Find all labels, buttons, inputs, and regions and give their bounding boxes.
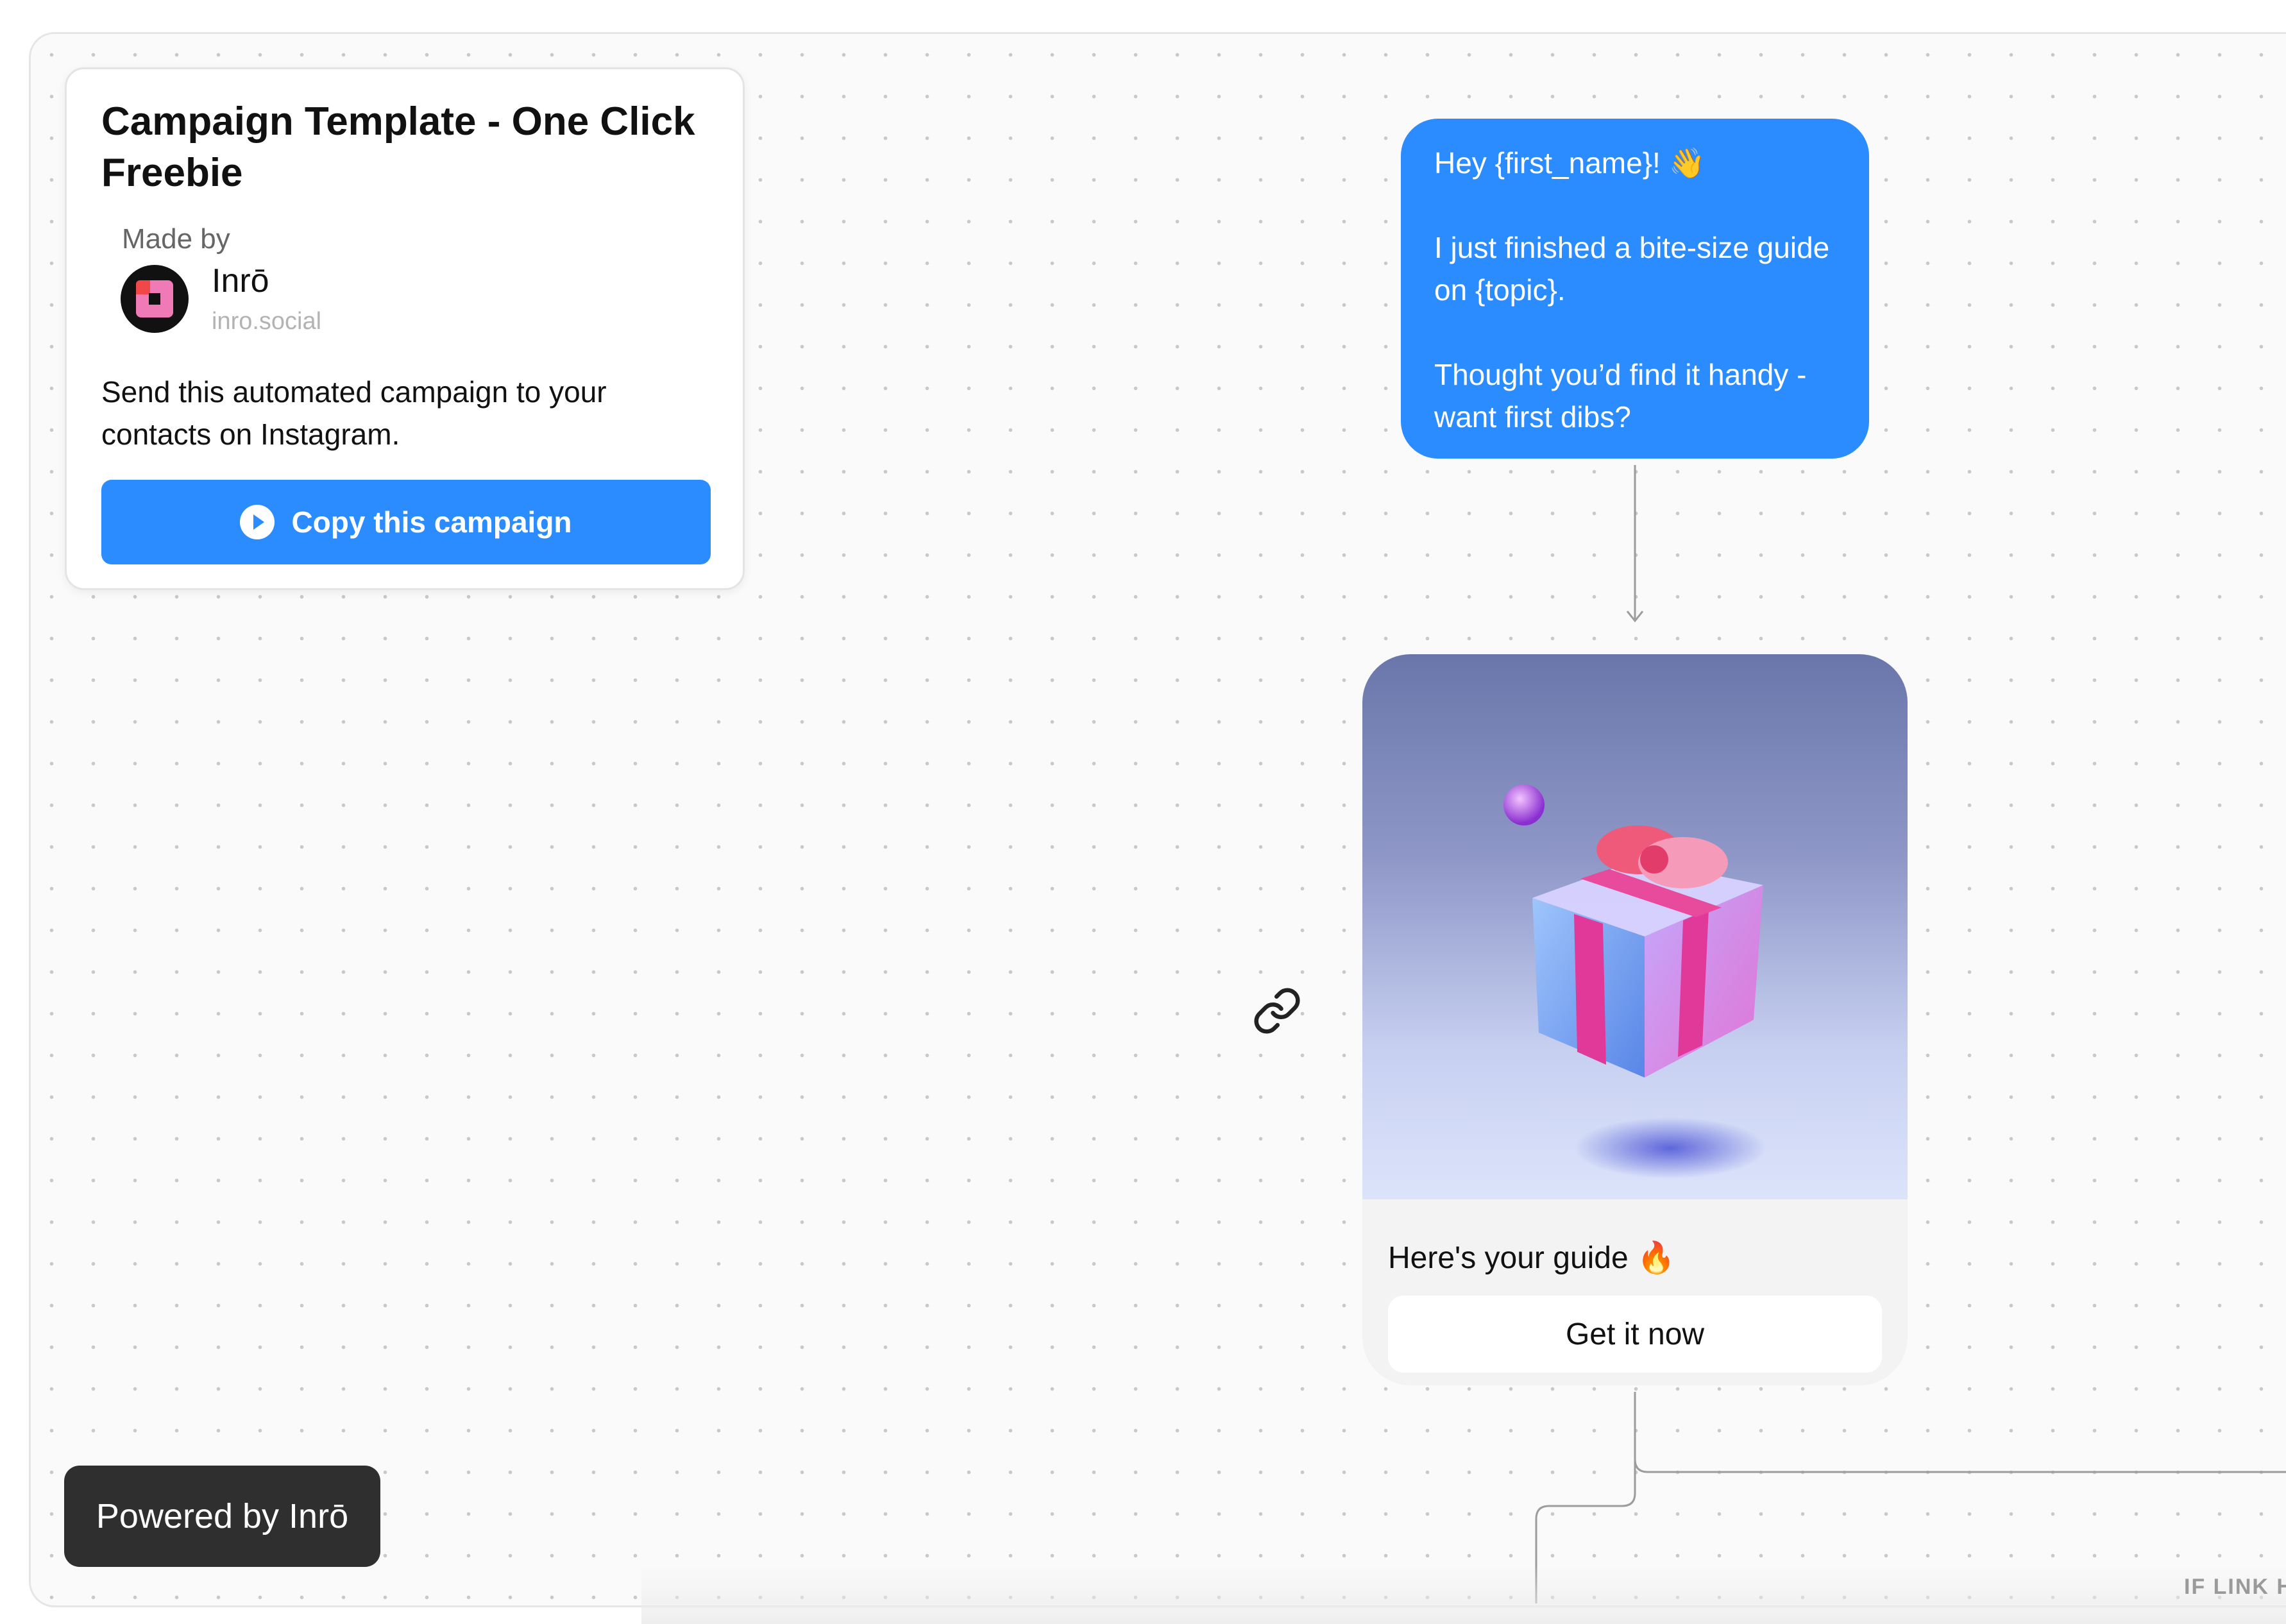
message-line: Thought you’d find it handy - want first… [1434,358,1807,434]
powered-by-badge[interactable]: Powered by Inrō [64,1466,380,1567]
author-avatar [121,265,189,333]
template-title: Campaign Template - One Click Freebie [101,99,695,195]
template-description: Send this automated campaign to your con… [101,375,607,451]
branch-condition-label: IF LINK H [2184,1575,2286,1599]
message-bubble[interactable]: Hey {first_name}! 👋 I just finished a bi… [1401,119,1869,459]
message-line: Hey {first_name}! 👋 [1434,146,1706,180]
play-circle-icon [240,505,275,539]
template-info-card: Campaign Template - One Click Freebie Ma… [65,67,745,590]
author-handle: inro.social [212,308,322,335]
author-name: Inrō [212,262,269,300]
guide-caption: Here's your guide 🔥 [1388,1241,1675,1275]
gift-box-image [1362,654,1908,1199]
copy-campaign-label: Copy this campaign [291,505,572,539]
guide-card[interactable]: Here's your guide 🔥 Get it now [1362,654,1908,1385]
get-it-now-button[interactable]: Get it now [1388,1296,1882,1373]
made-by-label: Made by [122,223,230,255]
message-line: I just finished a bite-size guide on {to… [1434,231,1830,307]
copy-campaign-button[interactable]: Copy this campaign [101,480,711,564]
link-icon[interactable] [1252,986,1302,1036]
